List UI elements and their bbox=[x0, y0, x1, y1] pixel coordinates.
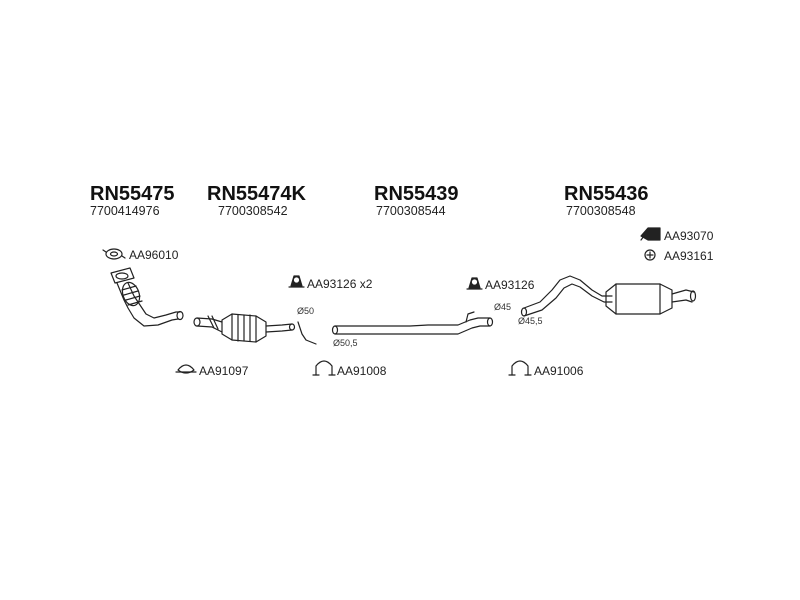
bracket-icon bbox=[640, 227, 661, 241]
dimension-label-45: Ø45 bbox=[494, 302, 512, 312]
clamp-icon-2 bbox=[508, 360, 532, 376]
accessory-label-aa93126-x2: AA93126 x2 bbox=[307, 277, 373, 291]
gasket-icon bbox=[102, 248, 126, 260]
clamp-icon bbox=[312, 360, 336, 376]
part-number-rn55436: RN55436 bbox=[564, 183, 649, 205]
accessory-label-aa93161: AA93161 bbox=[664, 249, 714, 263]
part-number-rn55439: RN55439 bbox=[374, 183, 459, 205]
oe-number-7700308548: 7700308548 bbox=[566, 204, 636, 218]
accessory-label-aa93126: AA93126 bbox=[485, 278, 535, 292]
accessory-label-aa91097: AA91097 bbox=[199, 364, 249, 378]
seal-ring-icon bbox=[175, 364, 197, 374]
rubber-mount-icon-2 bbox=[466, 277, 483, 290]
intermediate-pipe bbox=[331, 311, 494, 335]
accessory-label-aa96010: AA96010 bbox=[129, 248, 179, 262]
accessory-label-aa93070: AA93070 bbox=[664, 229, 714, 243]
front-pipe bbox=[110, 267, 184, 327]
dimension-label-50: Ø50 bbox=[297, 306, 315, 316]
part-number-rn55475: RN55475 bbox=[90, 183, 175, 205]
dimension-label-45-5: Ø45,5 bbox=[518, 316, 543, 326]
bolt-icon bbox=[644, 249, 656, 261]
rubber-mount-icon bbox=[288, 275, 305, 288]
oe-number-7700308544: 7700308544 bbox=[376, 204, 446, 218]
accessory-label-aa91006: AA91006 bbox=[534, 364, 584, 378]
accessory-label-aa91008: AA91008 bbox=[337, 364, 387, 378]
dimension-label-50-5: Ø50,5 bbox=[333, 338, 358, 348]
part-number-rn55474k: RN55474K bbox=[207, 183, 306, 205]
oe-number-7700308542: 7700308542 bbox=[218, 204, 288, 218]
oe-number-7700414976: 7700414976 bbox=[90, 204, 160, 218]
catalytic-converter bbox=[193, 313, 317, 345]
rear-silencer bbox=[520, 275, 697, 317]
